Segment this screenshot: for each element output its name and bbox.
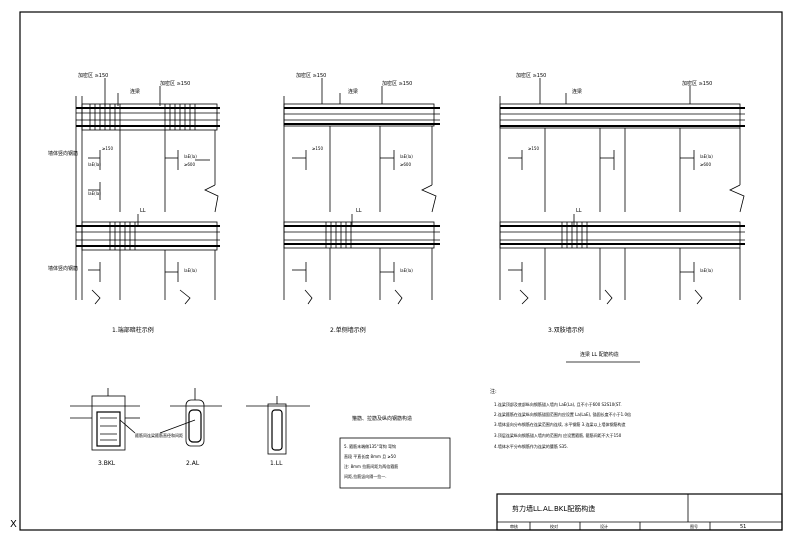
detail-1-side-label-1: 墙体竖向钢筋 (48, 150, 78, 157)
note-box: 箍筋、拉筋及纵向钢筋构造 5. 箍筋末端做135°弯钩 弯钩 直段 平直长度 8… (339, 415, 451, 489)
section-ll: 1.LL (246, 396, 310, 467)
note-5: 4.墙体水平分布钢筋作为连梁的腰筋 S35. (494, 443, 568, 449)
section-label-ll: 1.LL (270, 460, 283, 467)
detail-3-top-label-mid: 连梁 (572, 88, 582, 95)
detail-2-anchor-sub: ≥600 (400, 162, 411, 167)
notes: 注: 1.连梁顶部及底部纵向钢筋锚入墙内 LaE(La), 且不小于600 S2… (490, 388, 631, 449)
detail-3-anchor-b: laE(la) (700, 268, 713, 273)
detail-1-grid-label: LL (140, 208, 146, 214)
note-box-line-2: 直段 平直长度 8mm 且 ≥50 (344, 453, 396, 459)
detail-1-anchor-sub: ≥600 (184, 162, 195, 167)
detail-1-anchor-b: laE(la) (88, 191, 101, 196)
note-3: 3.墙体竖向分布钢筋在连梁范围内连续, 水平钢筋 3.连梁以上墙体钢筋构造 (494, 421, 625, 427)
note-box-line-1: 5. 箍筋末端做135°弯钩 弯钩 (344, 443, 396, 449)
section-bkl: 3.BKL (70, 388, 140, 467)
detail-1: 加密区 ≥150 连梁 加密区 ≥150 墙体竖向钢筋 墙体竖向钢筋 (48, 72, 220, 334)
note-box-line-4: 间距,拉筋竖向隔一拉一. (344, 473, 387, 479)
detail-2-mid-beam (283, 221, 435, 249)
detail-3-top-label-left: 加密区 ≥150 (516, 72, 546, 79)
detail-2-caption: 2.单侧墙示例 (330, 326, 366, 334)
section-al: 2.AL (170, 388, 222, 467)
note-4: 3.顶层连梁纵向钢筋锚入墙内的范围内 应设置箍筋, 箍筋间距不大于150 (494, 432, 622, 438)
detail-3: 加密区 ≥150 连梁 加密区 ≥150 ≥150 laE(la) ≥600 L… (499, 72, 745, 334)
detail-1-mid-beam (81, 221, 218, 251)
detail-1-dim: ≥150 (102, 146, 113, 151)
title-block: 剪力墙LL.AL.BKL配筋构造 审核 校对 设计 图号 51 (496, 493, 783, 531)
section-label-al: 2.AL (186, 460, 200, 467)
detail-3-grid-label: LL (576, 208, 582, 214)
drawing-frame (19, 11, 783, 531)
section-note: 箍筋同连梁箍筋直径和间距 (135, 432, 183, 438)
detail-2-anchor-a: laE(la) (400, 154, 413, 159)
detail-2-top-label-right: 加密区 ≥150 (382, 80, 412, 87)
title-block-title: 剪力墙LL.AL.BKL配筋构造 (512, 504, 595, 513)
title-block-row-4: 图号 (690, 523, 698, 529)
detail-1-anchor-c: laE(la) (184, 154, 197, 159)
center-note: 连梁 LL 配筋构造 (580, 351, 619, 358)
title-block-row-3: 设计 (600, 523, 608, 529)
detail-3-dim: ≥150 (528, 146, 539, 151)
corner-mark: X (10, 519, 17, 530)
title-block-row-2: 校对 (550, 523, 558, 529)
detail-2: 加密区 ≥150 连梁 加密区 ≥150 ≥150 laE(la) ≥600 L… (283, 72, 440, 334)
title-block-row-1: 审核 (510, 523, 518, 529)
detail-1-anchor-d: laE(la) (184, 268, 197, 273)
notes-title: 注: (490, 388, 497, 395)
detail-1-top-label-right: 加密区 ≥150 (160, 80, 190, 87)
detail-3-anchor-sub: ≥600 (700, 162, 711, 167)
detail-3-caption: 3.双肢墙示例 (548, 326, 584, 334)
detail-1-side-label-2: 墙体竖向钢筋 (48, 265, 78, 272)
detail-1-caption: 1.端部暗柱示例 (112, 326, 154, 334)
detail-3-anchor-a: laE(la) (700, 154, 713, 159)
detail-1-top-label-mid: 连梁 (130, 88, 140, 95)
detail-2-grid-label: LL (356, 208, 362, 214)
detail-2-anchor-b: laE(la) (400, 268, 413, 273)
detail-2-top-label-mid: 连梁 (348, 88, 358, 95)
section-label-bkl: 3.BKL (98, 460, 116, 467)
detail-1-top-label-left: 加密区 ≥150 (78, 72, 108, 79)
detail-3-top-label-right: 加密区 ≥150 (682, 80, 712, 87)
note-1: 1.连梁顶部及底部纵向钢筋锚入墙内 LaE(La), 且不小于600 S2S10… (494, 401, 622, 407)
detail-1-anchor-a: laE(la) (88, 162, 101, 167)
note-box-line-3: 注: 8mm 拉筋间距为两倍箍筋 (344, 463, 398, 469)
detail-3-mid-beam (499, 221, 741, 249)
detail-2-dim: ≥150 (312, 146, 323, 151)
note-box-header: 箍筋、拉筋及纵向钢筋构造 (352, 415, 412, 422)
note-2: 2.连梁箍筋在连梁纵向钢筋锚固范围内应设置 La(LaE), 锚固长度不小于1.… (494, 411, 631, 417)
title-block-sheet: 51 (740, 524, 746, 530)
detail-2-top-label-left: 加密区 ≥150 (296, 72, 326, 79)
